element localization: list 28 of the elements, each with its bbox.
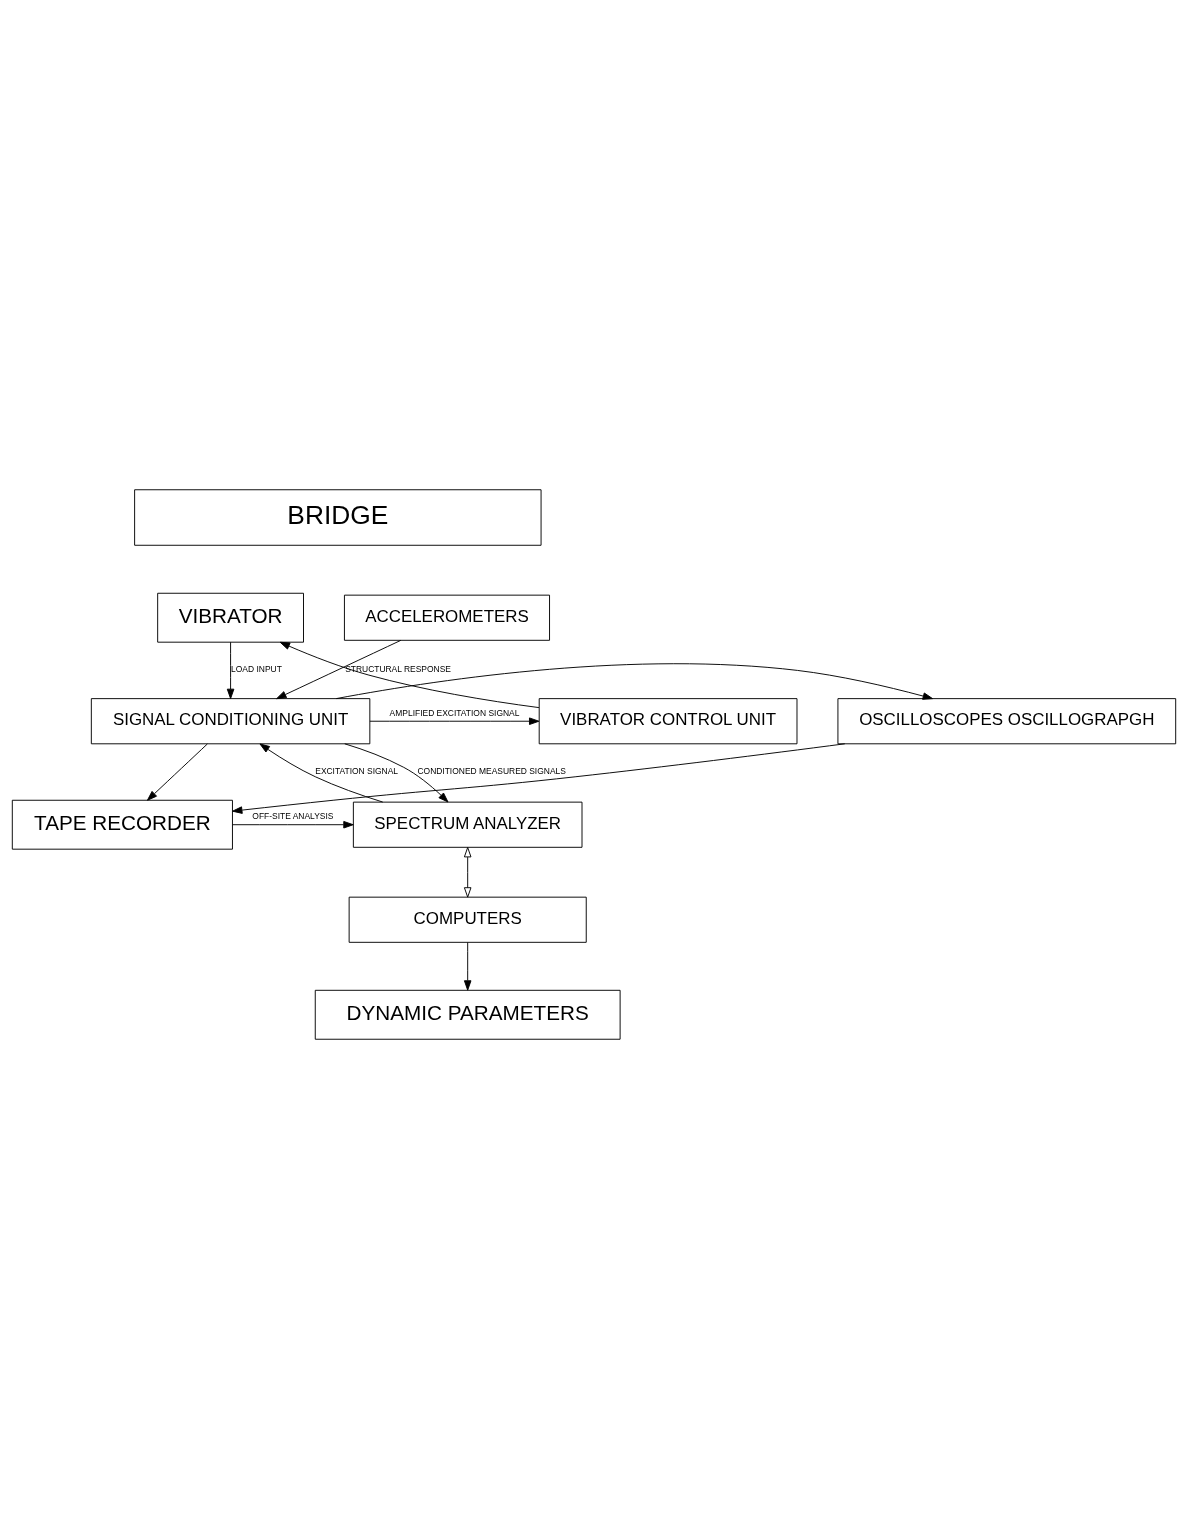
node-box: VIBRATOR CONTROL UNIT [538,697,798,744]
arrow [232,742,846,814]
arrow [463,846,472,898]
arrow [335,662,933,700]
node-box: VIBRATOR [157,592,304,643]
arrow [146,743,208,801]
arrow [259,743,384,802]
arrow [232,820,354,828]
node-box: COMPUTERS [348,896,587,943]
node-box: TAPE RECORDER [11,799,233,850]
node-box: DYNAMIC PARAMETERS [314,989,621,1040]
edge-label: CONDITIONED MEASURED SIGNALS [417,765,566,776]
edge-label: LOAD INPUT [231,663,282,674]
arrow [463,941,472,991]
edge-label: STRUCTURAL RESPONSE [345,663,451,674]
edge-label: AMPLIFIED EXCITATION SIGNAL [389,707,520,718]
edge-label: EXCITATION SIGNAL [315,765,399,776]
arrow [279,641,540,708]
arrow [276,639,402,699]
node-box: BRIDGE [134,488,542,546]
node-box: SIGNAL CONDITIONING UNIT [90,697,371,744]
node-box: ACCELEROMETERS [343,594,550,641]
arrow [226,641,235,699]
node-box: SPECTRUM ANALYZER [352,801,583,848]
edge-label: OFF-SITE ANALYSIS [252,810,334,821]
node-box: OSCILLOSCOPES OSCILLOGRAPGH [837,697,1177,744]
arrow [344,742,449,802]
arrow [369,716,540,725]
